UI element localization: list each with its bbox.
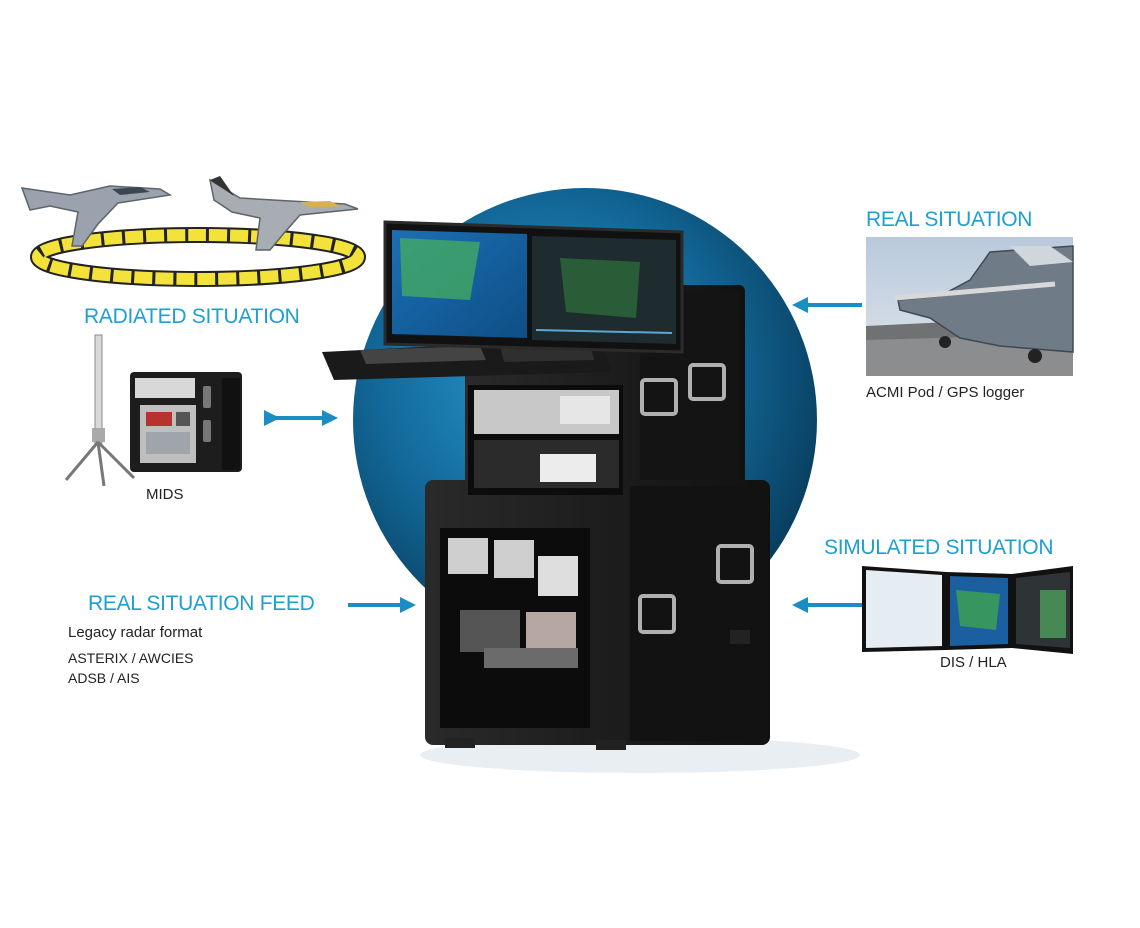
fighter-jet-icon [208,176,359,251]
simulated-situation-title: SIMULATED SITUATION [824,536,1054,559]
antenna-icon [64,334,136,487]
real-situation-photo [866,237,1074,376]
radiated-situation-title: RADIATED SITUATION [84,305,300,328]
format-asterix: ASTERIX / AWCIES [68,650,194,666]
real-situation-title: REAL SITUATION [866,208,1033,231]
mids-label: MIDS [146,486,184,503]
legacy-format-label: Legacy radar format [68,624,203,641]
workstation-cabinet [322,220,770,750]
simulated-situation-monitors [862,566,1073,654]
real-situation-feed-title: REAL SITUATION FEED [88,592,315,615]
radar-ring-icon [30,227,366,287]
fighter-jet-icon [20,185,173,247]
format-adsb: ADSB / AIS [68,670,140,686]
acmi-caption: ACMI Pod / GPS logger [866,384,1025,401]
floor-shadow [420,737,860,773]
radio-unit-icon [130,372,242,472]
dis-hla-caption: DIS / HLA [940,654,1007,671]
